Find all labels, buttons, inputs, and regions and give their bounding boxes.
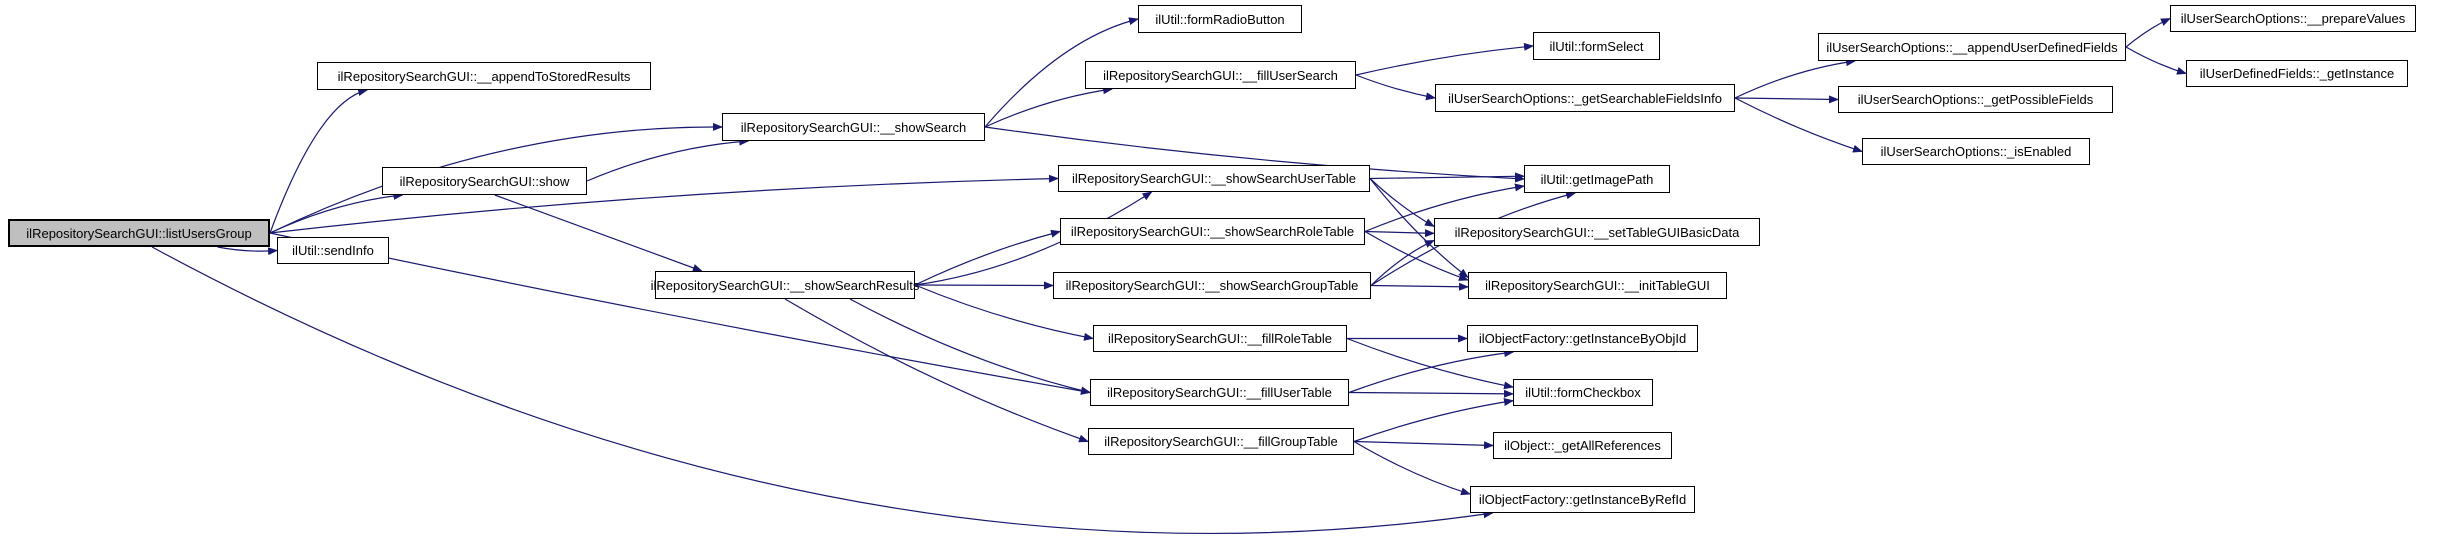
graph-node-getImagePath[interactable]: ilUtil::getImagePath xyxy=(1524,165,1670,193)
graph-node-appendUserDefinedFields[interactable]: ilUserSearchOptions::__appendUserDefined… xyxy=(1818,33,2126,61)
graph-node-getPossibleFields[interactable]: ilUserSearchOptions::_getPossibleFields xyxy=(1838,86,2113,113)
call-edge-fillUserSearch-to-getSearchableFieldsInfo xyxy=(1355,74,1436,101)
call-edge-listUsersGroup-to-sendInfo xyxy=(217,246,278,256)
call-edge-fillRoleTable-to-formCheckbox xyxy=(1346,337,1514,390)
graph-node-fillUserTable[interactable]: ilRepositorySearchGUI::__fillUserTable xyxy=(1090,379,1349,406)
graph-node-formSelect[interactable]: ilUtil::formSelect xyxy=(1533,32,1660,60)
call-edge-showSearchResults-to-fillRoleTable xyxy=(914,284,1094,341)
call-edge-fillUserTable-to-getInstanceByObjId xyxy=(1348,349,1515,394)
graph-node-formCheckbox[interactable]: ilUtil::formCheckbox xyxy=(1513,379,1653,406)
call-edge-listUsersGroup-to-show xyxy=(269,191,404,234)
graph-node-fillGroupTable[interactable]: ilRepositorySearchGUI::__fillGroupTable xyxy=(1088,428,1354,455)
graph-node-getSearchableFieldsInfo[interactable]: ilUserSearchOptions::_getSearchableField… xyxy=(1435,84,1735,112)
graph-node-show[interactable]: ilRepositorySearchGUI::show xyxy=(382,167,587,195)
call-edge-getSearchableFieldsInfo-to-getPossibleFields xyxy=(1734,95,1839,104)
call-edge-showSearchResults-to-fillGroupTable xyxy=(784,298,1089,443)
call-edge-showSearch-to-fillUserSearch xyxy=(984,86,1114,128)
call-edge-showSearchRoleTable-to-initTableGUI xyxy=(1364,230,1469,281)
call-edge-showSearchUserTable-to-getImagePath xyxy=(1369,172,1525,181)
graph-node-showSearchGroupTable[interactable]: ilRepositorySearchGUI::__showSearchGroup… xyxy=(1053,272,1371,299)
call-edge-show-to-showSearch xyxy=(586,137,750,182)
graph-node-formRadioButton[interactable]: ilUtil::formRadioButton xyxy=(1138,5,1302,33)
call-edge-showSearchResults-to-showSearchUserTable xyxy=(914,191,1153,286)
call-edge-listUsersGroup-to-getInstanceByRefId xyxy=(151,246,1494,535)
graph-node-showSearchResults[interactable]: ilRepositorySearchGUI::__showSearchResul… xyxy=(651,271,919,299)
graph-node-fillUserSearch[interactable]: ilRepositorySearchGUI::__fillUserSearch xyxy=(1085,61,1356,89)
call-edge-showSearchGroupTable-to-setTableGUIBasicData xyxy=(1370,239,1435,286)
graph-node-getInstanceByRefId[interactable]: ilObjectFactory::getInstanceByRefId xyxy=(1470,486,1695,513)
graph-node-isEnabled[interactable]: ilUserSearchOptions::_isEnabled xyxy=(1862,138,2090,165)
graph-node-showSearch[interactable]: ilRepositorySearchGUI::__showSearch xyxy=(722,113,985,141)
call-edge-appendUserDefinedFields-to-prepareValues xyxy=(2125,17,2171,48)
call-edge-showSearchResults-to-fillUserTable xyxy=(849,298,1091,395)
call-edge-fillGroupTable-to-getInstanceByRefId xyxy=(1353,440,1471,496)
call-edge-fillUserSearch-to-formSelect xyxy=(1355,42,1534,76)
graph-node-setTableGUIBasicData[interactable]: ilRepositorySearchGUI::__setTableGUIBasi… xyxy=(1434,218,1760,246)
call-edge-getSearchableFieldsInfo-to-isEnabled xyxy=(1734,97,1863,153)
call-edge-listUsersGroup-to-fillUserTable xyxy=(269,232,1091,395)
call-edge-getSearchableFieldsInfo-to-appendUserDefinedFields xyxy=(1734,58,1856,99)
call-edge-showSearchRoleTable-to-setTableGUIBasicData xyxy=(1364,229,1435,238)
call-edge-fillGroupTable-to-formCheckbox xyxy=(1353,398,1514,443)
call-edge-showSearchUserTable-to-setTableGUIBasicData xyxy=(1369,178,1435,227)
call-edge-fillGroupTable-to-getAllReferences xyxy=(1353,440,1494,450)
call-edge-showSearch-to-formRadioButton xyxy=(984,17,1139,128)
graph-node-appendToStoredResults[interactable]: ilRepositorySearchGUI::__appendToStoredR… xyxy=(317,62,651,90)
graph-node-sendInfo[interactable]: ilUtil::sendInfo xyxy=(277,237,389,264)
graph-node-showSearchRoleTable[interactable]: ilRepositorySearchGUI::__showSearchRoleT… xyxy=(1060,218,1365,245)
call-edge-fillUserTable-to-formCheckbox xyxy=(1348,389,1514,398)
graph-node-getInstanceByObjId[interactable]: ilObjectFactory::getInstanceByObjId xyxy=(1467,325,1698,352)
call-edge-showSearchRoleTable-to-getImagePath xyxy=(1364,183,1525,233)
call-edge-showSearch-to-getImagePath xyxy=(984,126,1525,183)
graph-node-initTableGUI[interactable]: ilRepositorySearchGUI::__initTableGUI xyxy=(1468,272,1727,299)
call-edge-listUsersGroup-to-showSearch xyxy=(269,122,723,234)
graph-node-listUsersGroup: ilRepositorySearchGUI::listUsersGroup xyxy=(8,219,270,247)
call-edge-listUsersGroup-to-showSearchUserTable xyxy=(269,174,1059,234)
graph-node-fillRoleTable[interactable]: ilRepositorySearchGUI::__fillRoleTable xyxy=(1093,325,1347,352)
call-edge-showSearchResults-to-showSearchGroupTable xyxy=(914,281,1054,290)
graph-node-getInstance[interactable]: ilUserDefinedFields::_getInstance xyxy=(2186,60,2408,87)
graph-node-getAllReferences[interactable]: ilObject::_getAllReferences xyxy=(1493,432,1672,459)
call-edge-listUsersGroup-to-appendToStoredResults xyxy=(269,88,369,234)
graph-node-showSearchUserTable[interactable]: ilRepositorySearchGUI::__showSearchUserT… xyxy=(1058,165,1370,192)
call-edge-show-to-showSearchResults xyxy=(494,194,703,272)
call-edge-showSearchGroupTable-to-initTableGUI xyxy=(1370,282,1469,291)
call-edge-appendUserDefinedFields-to-getInstance xyxy=(2125,46,2187,75)
call-edge-showSearchUserTable-to-initTableGUI xyxy=(1369,178,1469,279)
graph-node-prepareValues[interactable]: ilUserSearchOptions::__prepareValues xyxy=(2170,5,2416,32)
call-edge-showSearchResults-to-showSearchRoleTable xyxy=(914,229,1061,286)
